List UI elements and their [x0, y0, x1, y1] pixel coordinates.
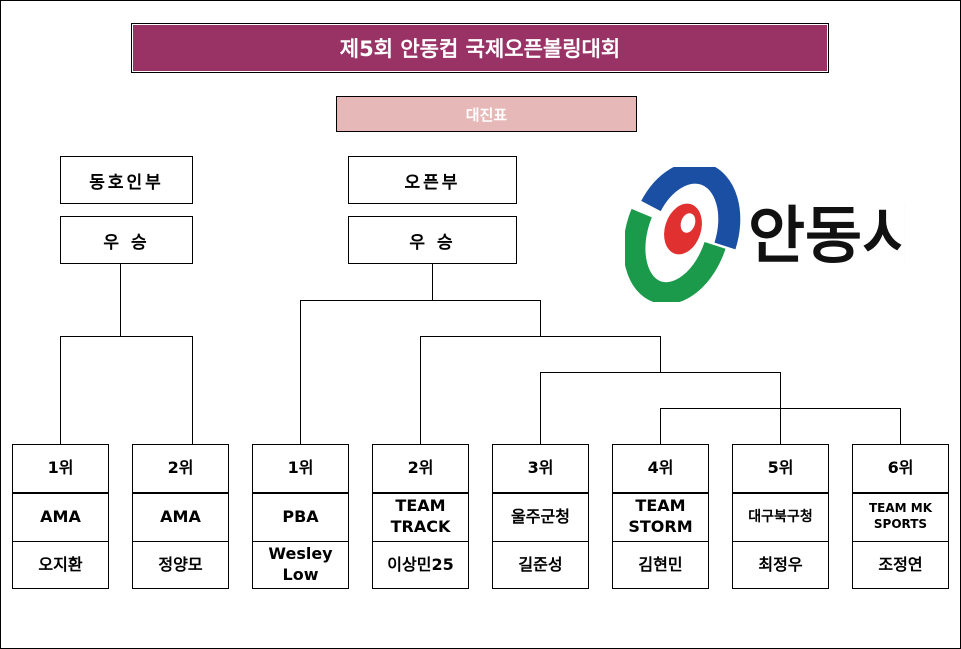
entry-player: 정양모	[133, 541, 228, 589]
entry-card: 6위 TEAM MK SPORTS 조정연	[852, 444, 949, 589]
entry-rank: 1위	[287, 457, 314, 477]
entry-team: 대구북구청	[733, 493, 828, 541]
entry-card: 2위 TEAM TRACK 이상민25	[372, 444, 469, 589]
entry-rank: 3위	[527, 457, 554, 477]
division-amateur-label: 동호인부	[60, 156, 193, 204]
divider	[493, 492, 588, 493]
entry-team: PBA	[253, 493, 348, 541]
bracket-line-amateur-left	[60, 264, 121, 444]
entry-rank: 2위	[407, 457, 434, 477]
entry-rank: 6위	[887, 457, 914, 477]
entry-card: 5위 대구북구청 최정우	[732, 444, 829, 589]
bracket-subtitle: 대진표	[336, 96, 637, 132]
entry-team: 울주군청	[493, 493, 588, 541]
entry-player: 이상민25	[373, 541, 468, 589]
andong-city-logo: 안동시	[623, 161, 919, 305]
bracket-line-open-1	[300, 300, 541, 444]
andong-emblem-icon: 안동시	[623, 161, 919, 305]
entry-team: TEAM STORM	[613, 493, 708, 540]
divider	[13, 492, 108, 493]
divider	[853, 492, 948, 493]
division-amateur-winner: 우 승	[60, 216, 193, 264]
division-open-label: 오픈부	[348, 156, 517, 204]
entry-player: Wesley Low	[253, 541, 348, 588]
andong-logo-text: 안동시	[748, 199, 905, 272]
entry-player: 최정우	[733, 541, 828, 589]
entry-rank: 1위	[47, 457, 74, 477]
entry-player: 오지환	[13, 541, 108, 589]
divider	[733, 492, 828, 493]
divider	[613, 492, 708, 493]
entry-player: 김현민	[613, 541, 708, 589]
entry-team: AMA	[13, 493, 108, 541]
entry-team: TEAM TRACK	[373, 493, 468, 540]
divider	[253, 492, 348, 493]
entry-card: 4위 TEAM STORM 김현민	[612, 444, 709, 589]
entry-card: 2위 AMA 정양모	[132, 444, 229, 589]
bracket-line-open-2	[420, 336, 661, 444]
entry-team: AMA	[133, 493, 228, 541]
entry-rank: 2위	[167, 457, 194, 477]
entry-rank: 4위	[647, 457, 674, 477]
entry-player: 조정연	[853, 541, 948, 589]
entry-card: 1위 AMA 오지환	[12, 444, 109, 589]
entry-player: 길준성	[493, 541, 588, 589]
entry-card: 1위 PBA Wesley Low	[252, 444, 349, 589]
bracket-line-amateur-right	[120, 336, 193, 444]
entry-team: TEAM MK SPORTS	[853, 493, 948, 540]
entry-card: 3위 울주군청 길준성	[492, 444, 589, 589]
divider	[133, 492, 228, 493]
page-title: 제5회 안동컵 국제오픈볼링대회	[131, 23, 829, 73]
bracket-line-open-3	[540, 372, 781, 444]
divider	[373, 492, 468, 493]
entry-rank: 5위	[767, 457, 794, 477]
division-open-winner: 우 승	[348, 216, 517, 264]
